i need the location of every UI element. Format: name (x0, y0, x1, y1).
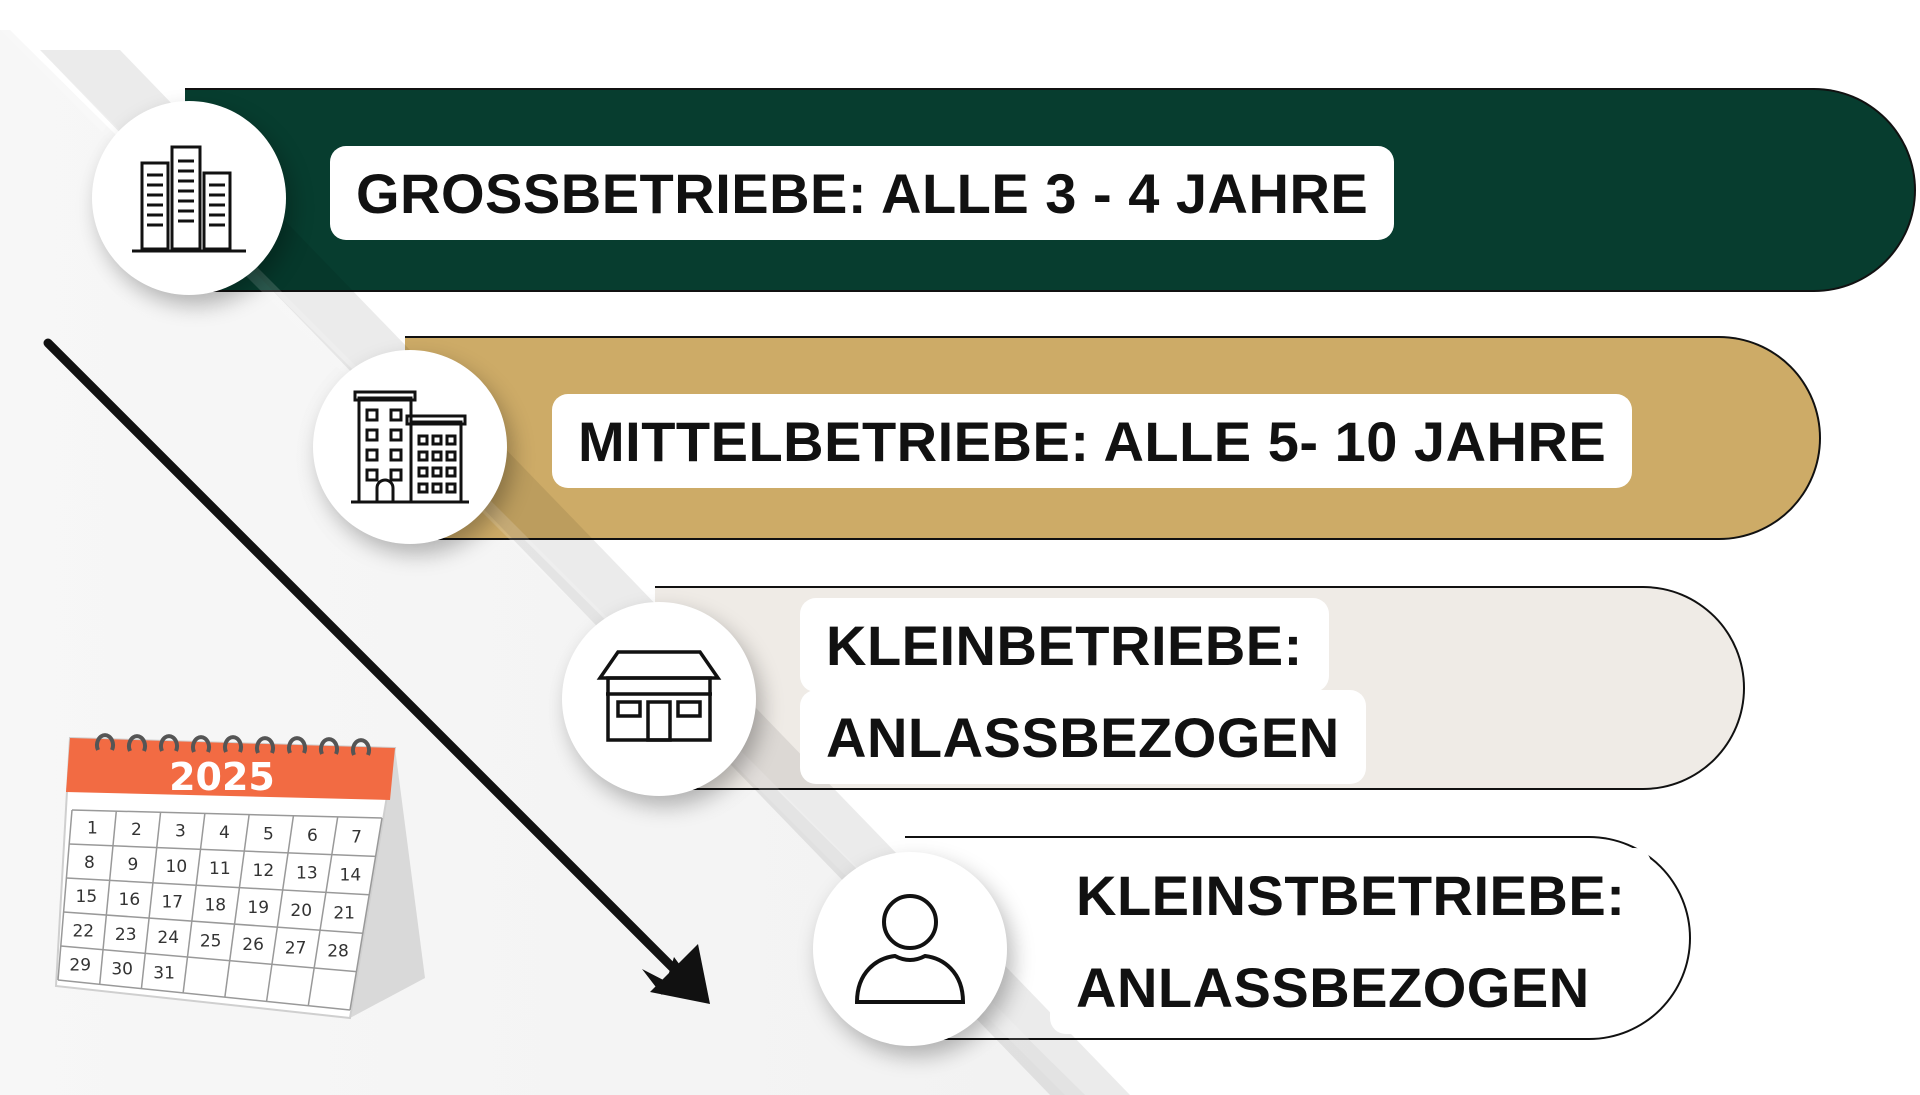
calendar-day: 17 (161, 893, 183, 913)
calendar-day: 19 (247, 898, 269, 918)
calendar-day: 13 (296, 863, 318, 883)
calendar-day: 8 (84, 853, 95, 873)
icon-circle-kleinstbetriebe (813, 852, 1007, 1046)
calendar-day: 7 (351, 827, 362, 847)
calendar-day: 20 (290, 901, 312, 921)
label-kleinbetriebe: KLEINBETRIEBE: ANLASSBEZOGEN (800, 598, 1366, 784)
calendar-day: 9 (127, 855, 138, 875)
calendar-grid-line (57, 979, 351, 1011)
calendar-rings (95, 733, 371, 756)
label-grossbetriebe: GROSSBETRIEBE: ALLE 3 - 4 JAHRE (330, 146, 1395, 240)
calendar-day: 24 (157, 928, 179, 948)
label-line: GROSSBETRIEBE: ALLE 3 - 4 JAHRE (330, 146, 1395, 240)
house-icon (596, 650, 722, 742)
label-line: KLEINBETRIEBE: (800, 598, 1329, 692)
label-mittelbetriebe: MITTELBETRIEBE: ALLE 5- 10 JAHRE (552, 394, 1633, 488)
calendar-grid-line (69, 843, 376, 858)
calendar-day: 14 (340, 865, 362, 885)
label-line: KLEINSTBETRIEBE: (1050, 848, 1652, 942)
label-kleinstbetriebe: KLEINSTBETRIEBE: ANLASSBEZOGEN (1050, 848, 1652, 1034)
icon-circle-grossbetriebe (92, 101, 286, 295)
calendar-day: 23 (115, 925, 137, 945)
calendar-grid-line (71, 809, 383, 819)
calendar-year: 2025 (169, 755, 275, 799)
calendar-grid-line (60, 945, 357, 973)
calendar-grid-line (63, 911, 363, 934)
calendar-grid-line (140, 812, 162, 989)
calendar-grid-line (349, 817, 383, 1011)
icon-circle-mittelbetriebe (313, 350, 507, 544)
calendar-day: 12 (253, 861, 275, 881)
person-icon (854, 894, 966, 1004)
calendar-day: 16 (119, 890, 141, 910)
calendar-day: 25 (200, 932, 222, 952)
calendar-day: 6 (307, 826, 318, 846)
calendar-day: 26 (242, 935, 264, 955)
calendar-day: 4 (219, 823, 230, 843)
skyscrapers-icon (132, 145, 246, 253)
calendar-day: 29 (69, 956, 91, 976)
calendar-grid-line (265, 815, 295, 1002)
calendar-header (66, 738, 395, 800)
calendar-day: 28 (327, 942, 349, 962)
calendar-day: 15 (76, 887, 98, 907)
label-line: ANLASSBEZOGEN (800, 690, 1366, 784)
calendar-grid-line (66, 877, 370, 896)
calendar-day: 1 (87, 818, 98, 838)
calendar-grid-line (307, 816, 339, 1006)
calendar-grid-line (182, 813, 206, 993)
calendar-day: 10 (166, 857, 188, 877)
calendar-grid-line (57, 809, 73, 981)
calendar-day: 11 (209, 859, 231, 879)
calendar-day: 22 (72, 921, 94, 941)
calendar-day: 2 (131, 820, 142, 840)
calendar-day: 30 (111, 960, 133, 980)
calendar-day: 3 (175, 821, 186, 841)
calendar-day: 5 (263, 824, 274, 844)
icon-circle-kleinbetriebe (562, 602, 756, 796)
label-line: MITTELBETRIEBE: ALLE 5- 10 JAHRE (552, 394, 1633, 488)
calendar-day: 21 (333, 904, 355, 924)
office-building-icon (351, 390, 469, 504)
calendar-day: 18 (204, 895, 226, 915)
calendar-grid-line (224, 814, 250, 998)
label-line: ANLASSBEZOGEN (1050, 940, 1616, 1034)
calendar-grid-line (98, 811, 118, 985)
calendar-day: 31 (153, 964, 175, 984)
calendar-day: 27 (285, 938, 307, 958)
